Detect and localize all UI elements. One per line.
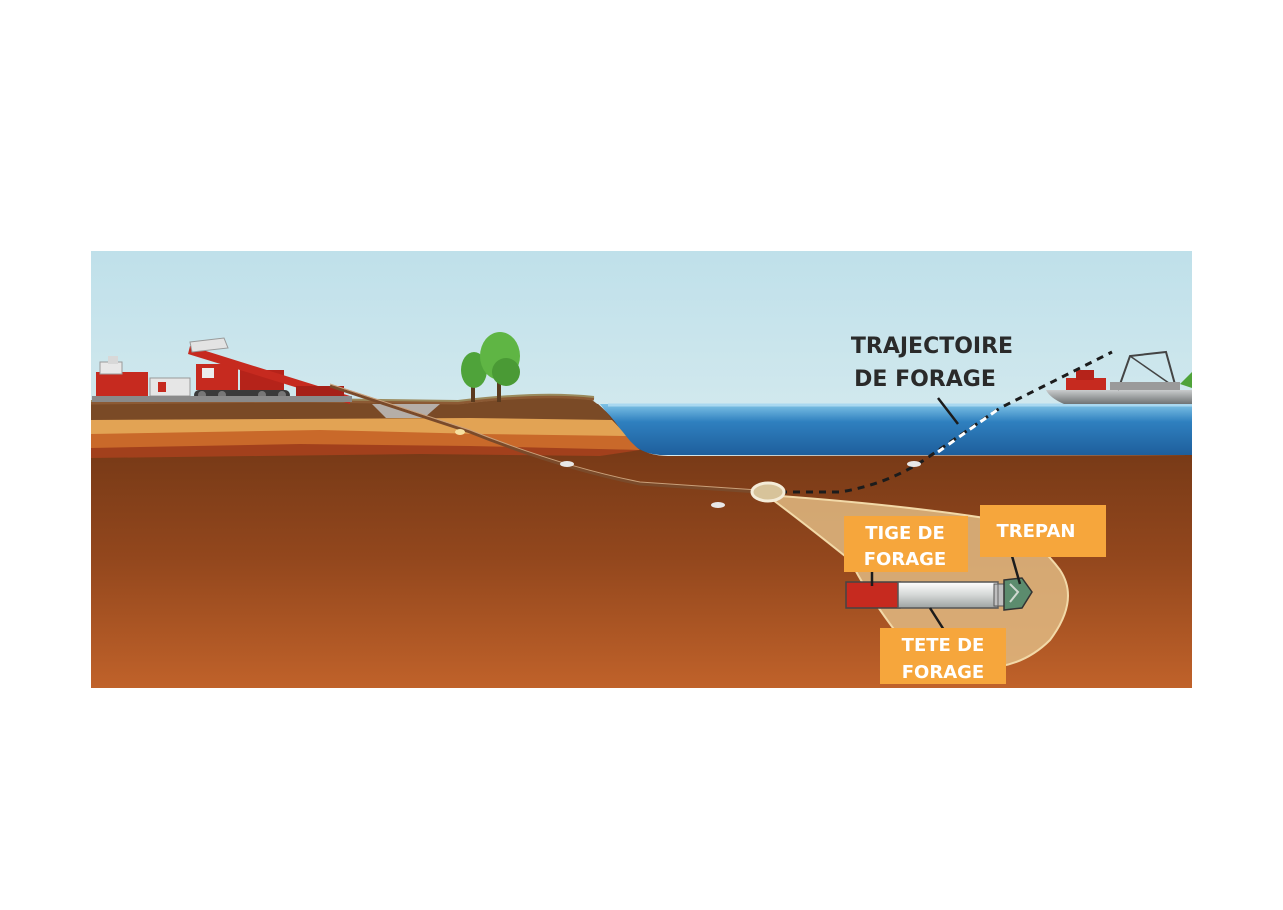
drill-path — [329, 384, 759, 494]
drill-head-label-box — [880, 628, 1006, 684]
drill-trajectory-planned — [780, 350, 1113, 494]
soil-layer-light — [91, 418, 626, 436]
drill-head-label-line2: FORAGE — [902, 662, 984, 683]
drill-rod-label-line2: FORAGE — [864, 549, 946, 570]
trajectory-pointer — [937, 397, 959, 425]
drill-rod-label-line1: TIGE DE — [865, 523, 945, 544]
trajectory-label-line1: TRAJECTOIRE — [851, 334, 1013, 359]
drill-bit-label-box — [980, 505, 1106, 557]
boat-icon — [1046, 350, 1192, 404]
soil-layer-red — [91, 444, 640, 458]
drill-assembly-icon — [845, 577, 1033, 611]
drill-rod-label-box — [844, 516, 968, 572]
soil-layer-dark — [91, 397, 612, 422]
drilling-rig-icon — [92, 337, 352, 404]
drill-bit-label: TREPAN — [997, 521, 1076, 542]
drill-head-label-line1: TETE DE — [902, 635, 985, 656]
trajectory-label-line2: DE FORAGE — [854, 367, 996, 392]
drill-head-ring — [750, 481, 786, 503]
river-water — [600, 404, 1192, 455]
drill-path-highlight — [329, 383, 759, 491]
trees-icon — [461, 332, 520, 402]
drill-bit-pointer — [1010, 555, 1022, 585]
grass-strip — [91, 393, 595, 403]
drill-head-pointer — [928, 607, 946, 631]
ground-surface — [91, 395, 595, 405]
path-marker — [455, 429, 921, 508]
